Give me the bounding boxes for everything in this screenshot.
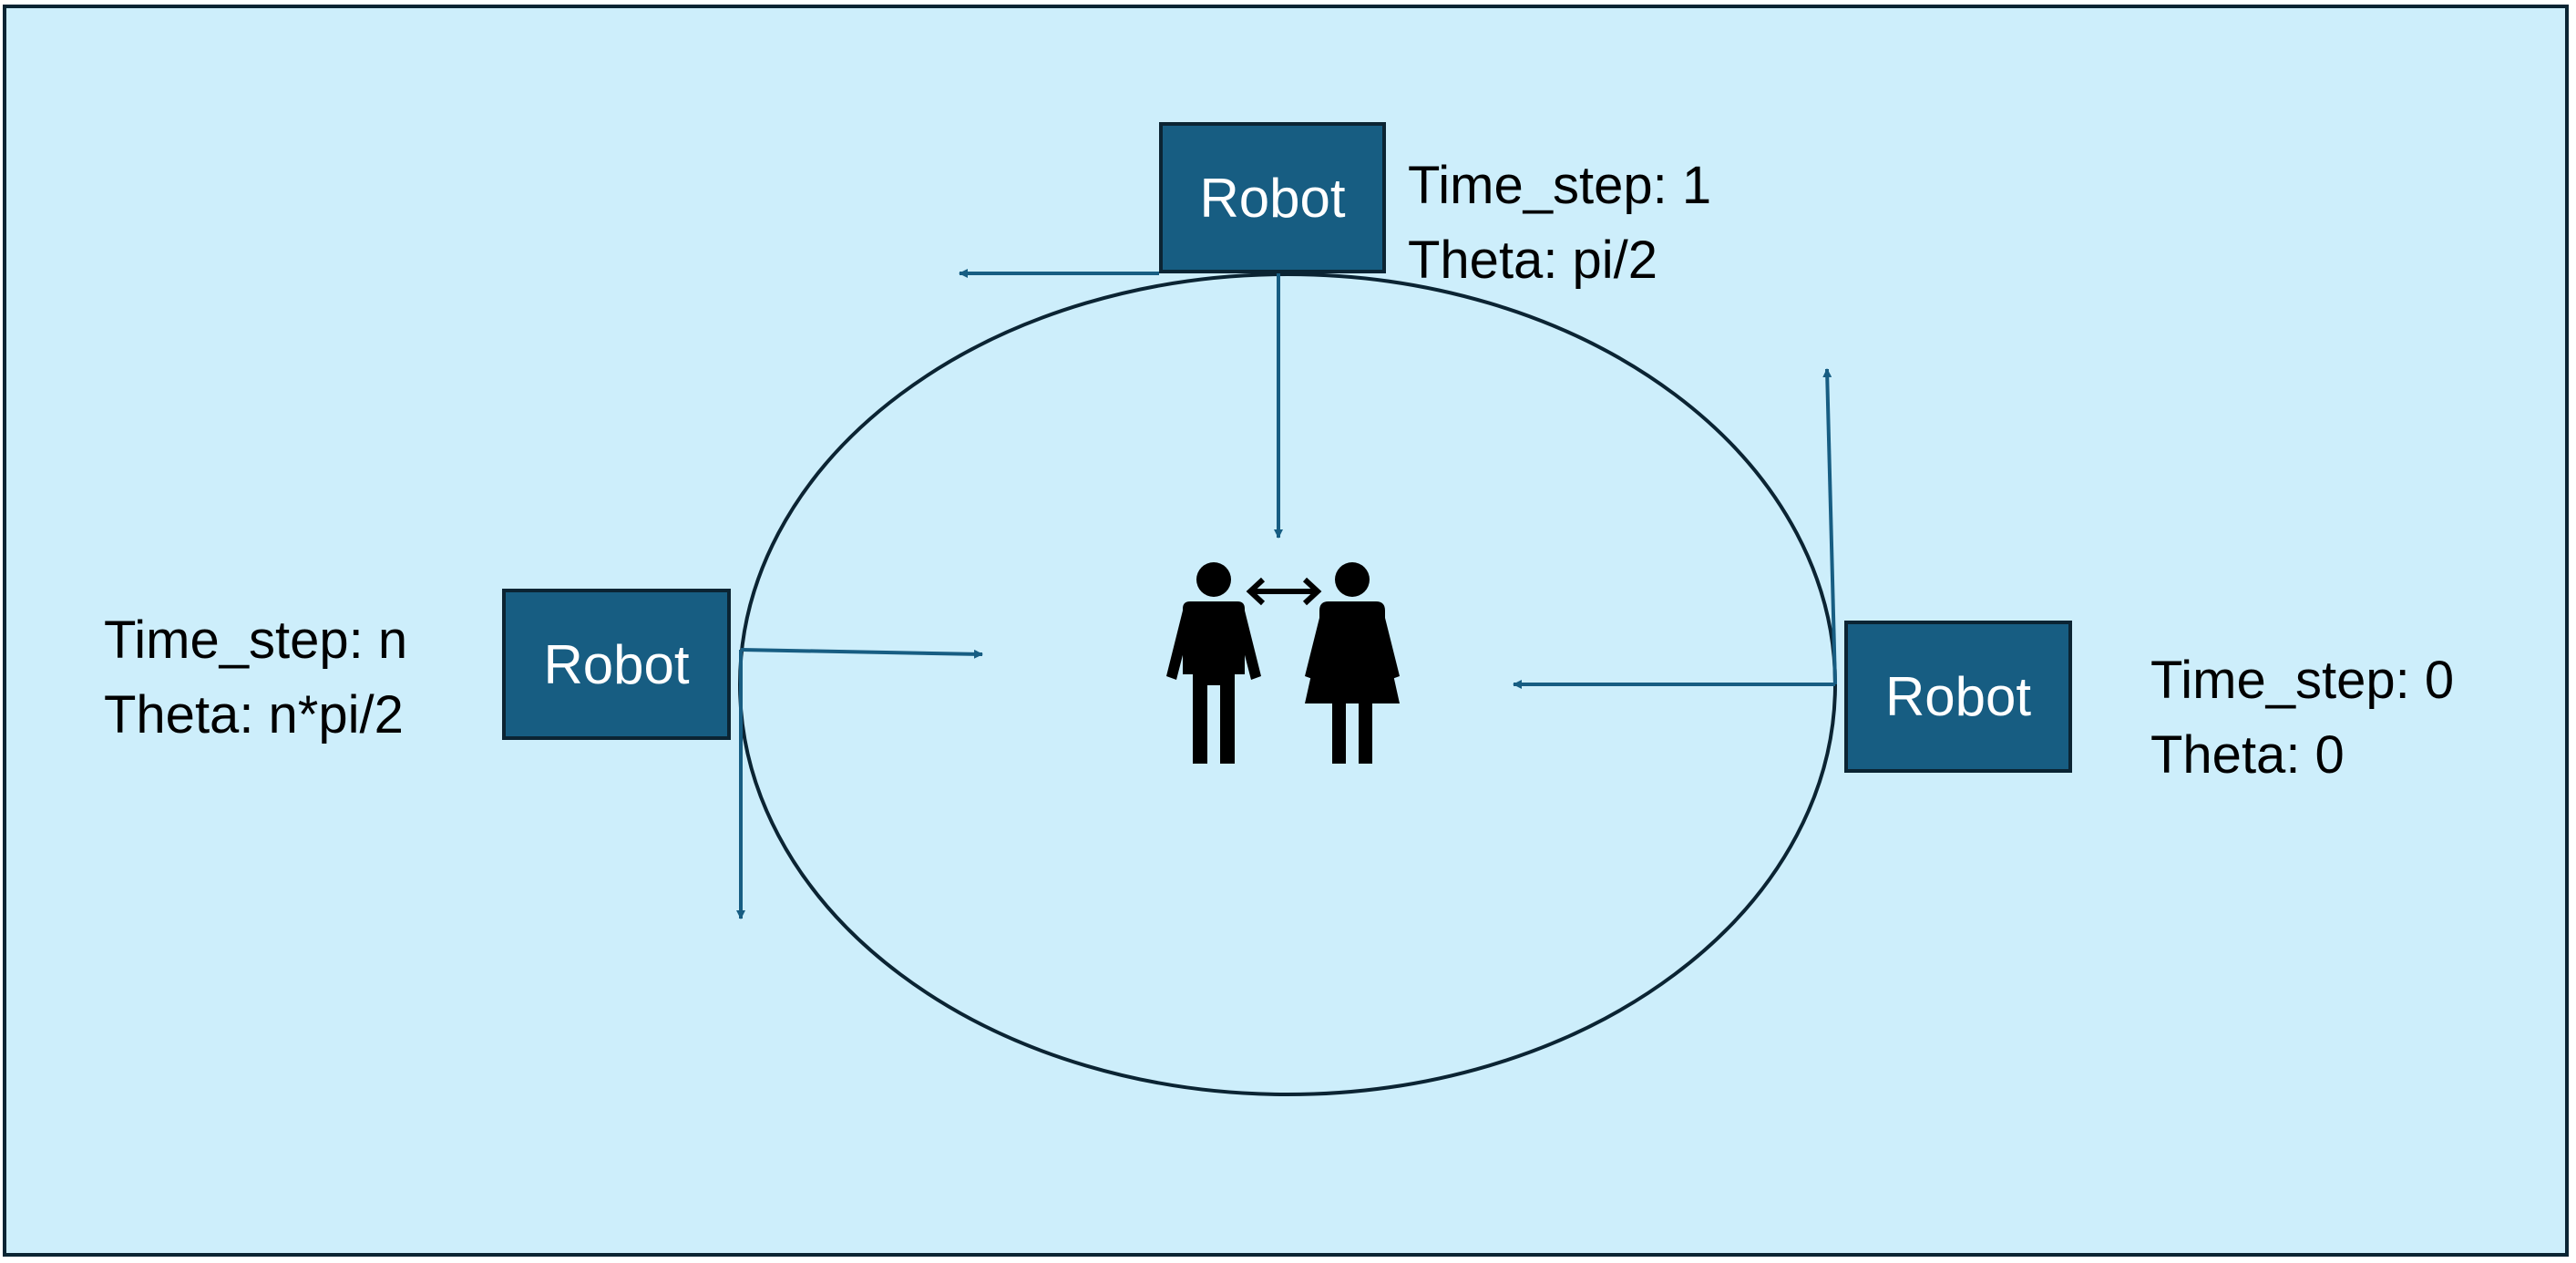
robot-right-label: Robot bbox=[1884, 666, 2032, 727]
left-robot-facing-arrow bbox=[740, 648, 983, 659]
robot-top-annotation: Time_step: 1 Theta: pi/2 bbox=[1408, 149, 1711, 298]
robot-left-theta: Theta: n*pi/2 bbox=[104, 685, 404, 744]
robot-right-box: Robot bbox=[1844, 621, 2072, 773]
robot-top-time-step: Time_step: 1 bbox=[1408, 156, 1712, 215]
double-arrow-icon bbox=[1246, 577, 1322, 606]
man-icon bbox=[1166, 562, 1261, 764]
robot-right-time-step: Time_step: 0 bbox=[2150, 651, 2455, 710]
right-robot-heading-arrow bbox=[1822, 368, 1837, 685]
robot-left-time-step: Time_step: n bbox=[104, 611, 408, 670]
woman-icon bbox=[1305, 562, 1400, 764]
robot-top-label: Robot bbox=[1199, 167, 1346, 229]
robot-left-box: Robot bbox=[502, 589, 731, 740]
robot-right-annotation: Time_step: 0 Theta: 0 bbox=[2150, 643, 2454, 793]
robot-top-theta: Theta: pi/2 bbox=[1408, 231, 1658, 290]
robot-left-annotation: Time_step: n Theta: n*pi/2 bbox=[104, 603, 407, 753]
robot-right-theta: Theta: 0 bbox=[2150, 725, 2345, 785]
robot-top-box: Robot bbox=[1159, 122, 1386, 273]
robot-left-label: Robot bbox=[543, 633, 690, 695]
